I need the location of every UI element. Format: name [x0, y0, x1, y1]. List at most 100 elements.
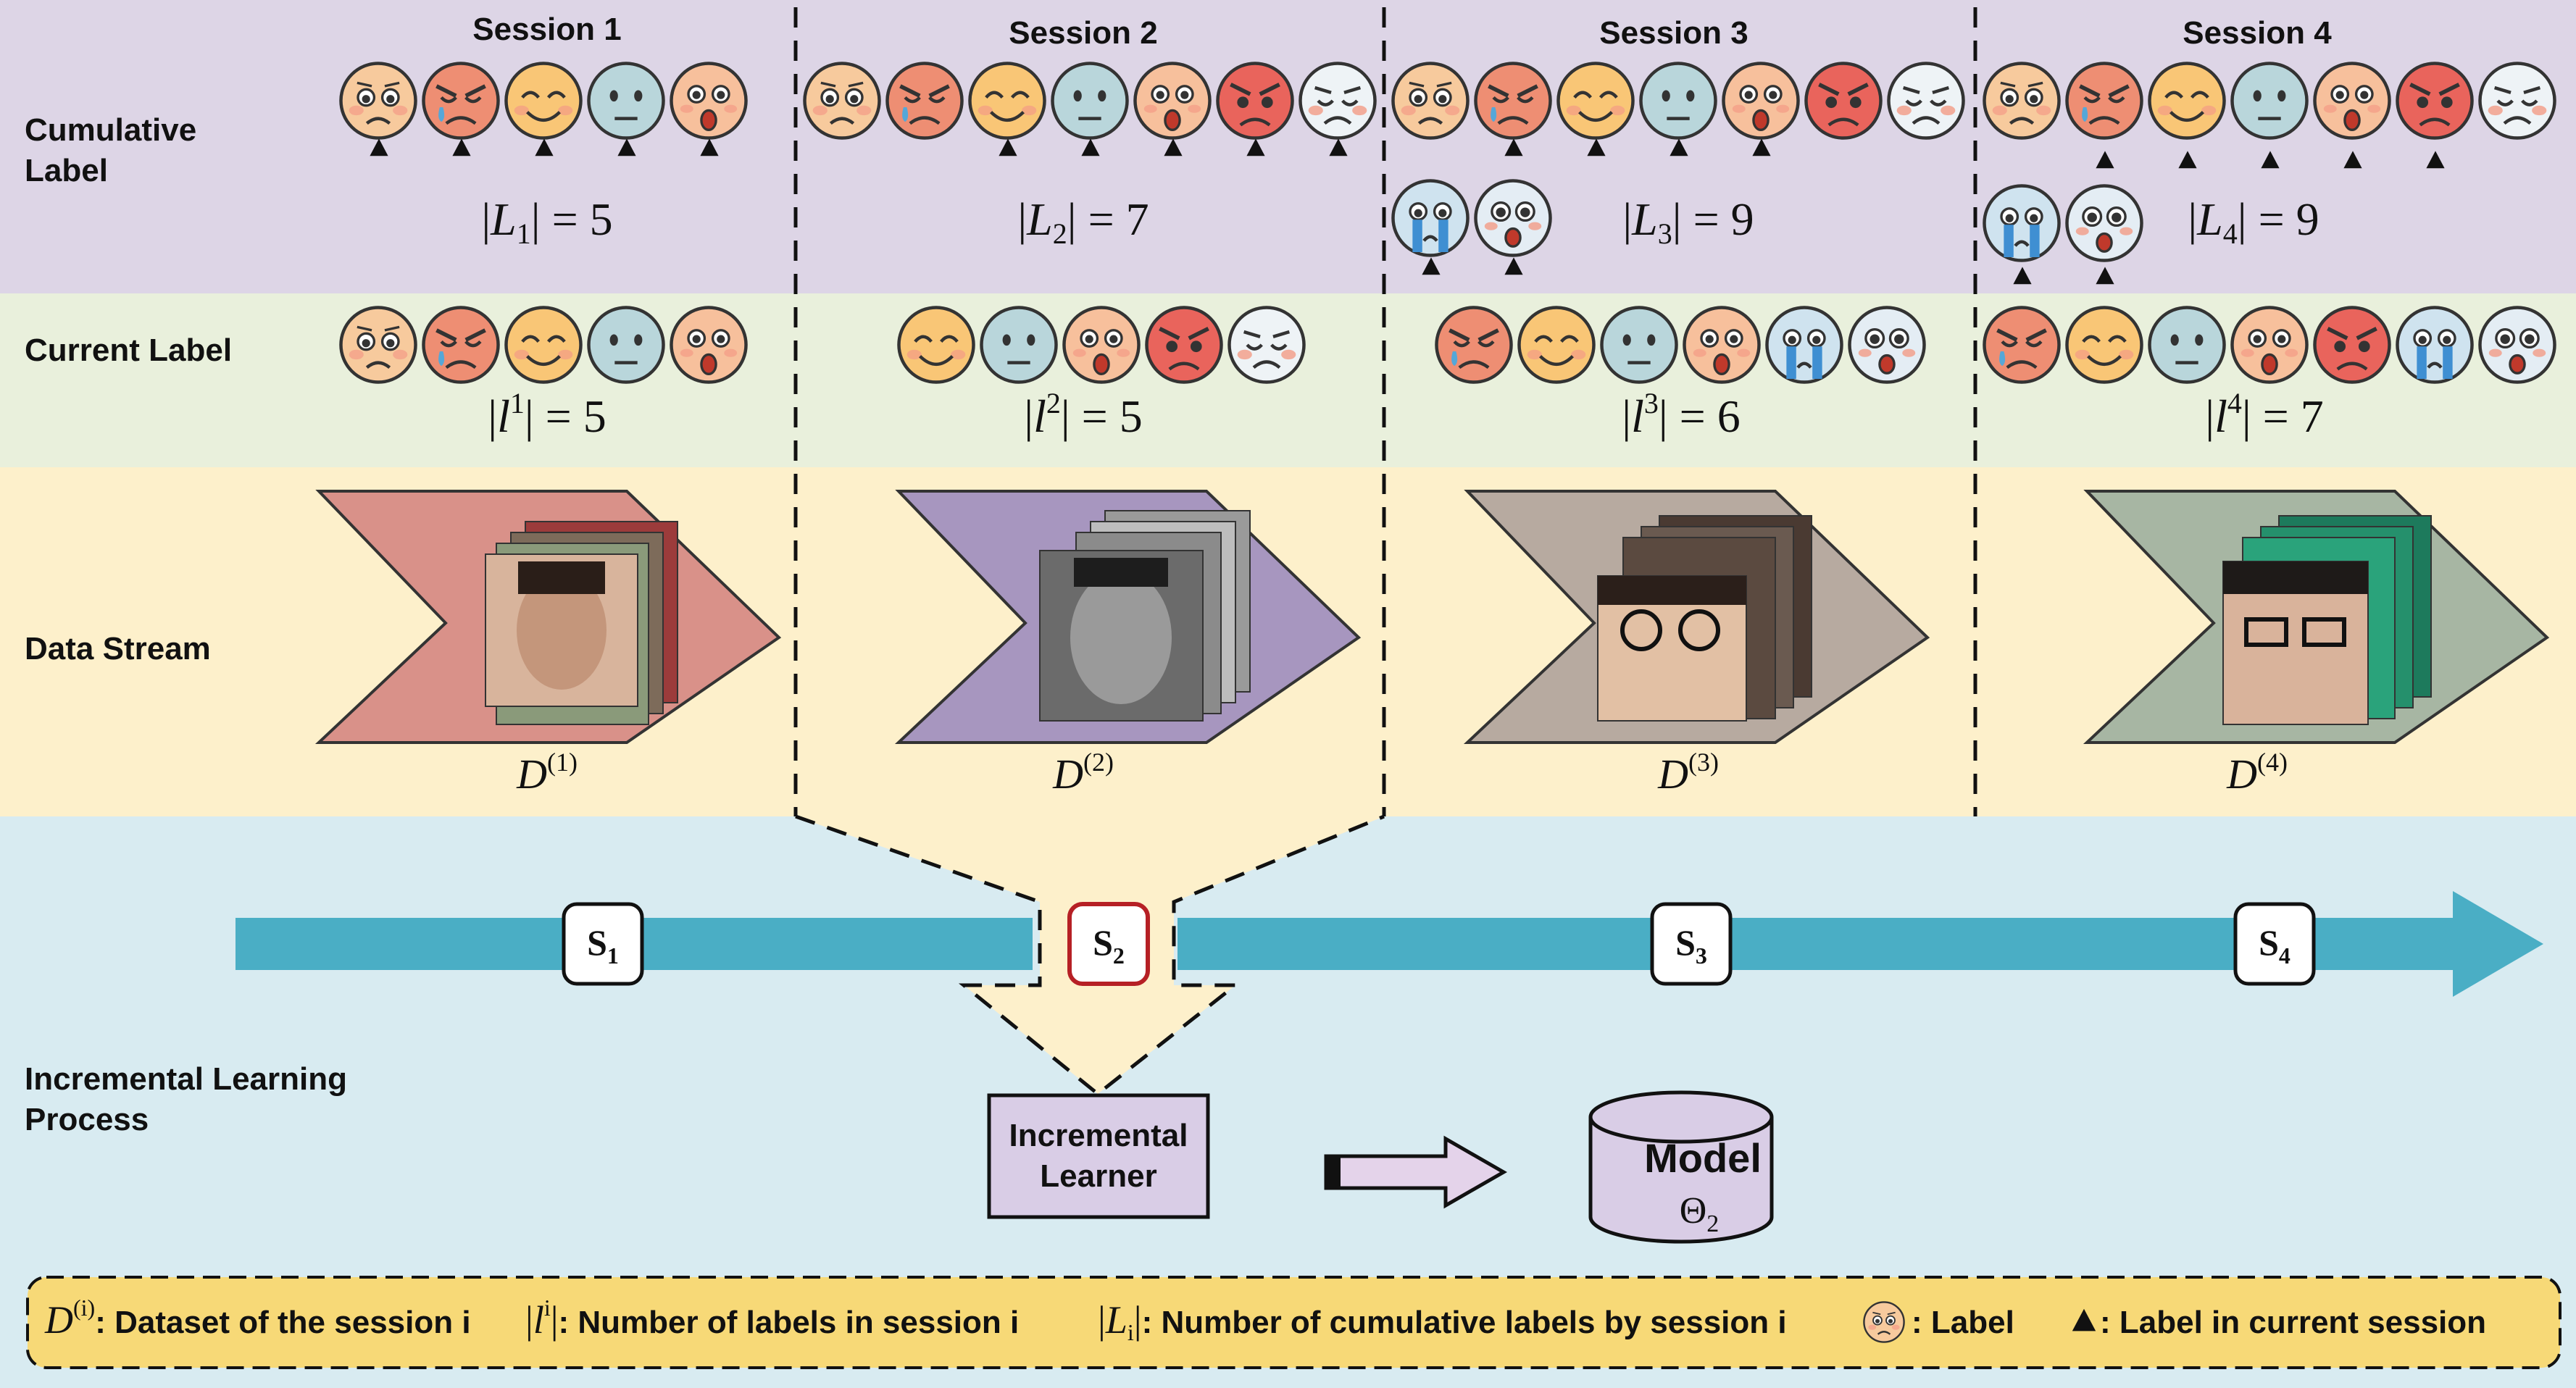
step-marker-s3: S3: [1650, 902, 1733, 986]
session-1-title: Session 1: [472, 12, 621, 47]
session-2-current-count: |l2| = 5: [1024, 387, 1143, 442]
happy-face-icon: [2149, 63, 2224, 138]
sad-face-icon: [1393, 63, 1467, 138]
neutral-face-icon: [1052, 63, 1127, 138]
cumulative-band: [0, 0, 2576, 293]
surprised-face-icon: [671, 307, 746, 382]
surprised-face-icon: [2232, 307, 2306, 382]
model-param: Θ2: [1680, 1190, 1720, 1237]
furious-face-icon: [1146, 307, 1221, 382]
furious-face-icon: [1806, 63, 1880, 138]
svg-text:S4: S4: [2259, 922, 2291, 969]
surprised-face-icon: [1684, 307, 1759, 382]
session-3-cumulative-count: |L3| = 9: [1622, 193, 1754, 250]
session-3-data-stream: [1463, 490, 1930, 744]
happy-face-icon: [1558, 63, 1633, 138]
session-4-dataset-label: D(4): [2226, 748, 2288, 798]
glasses-icon: [1620, 609, 1662, 651]
cumulative-label-line2: Label: [25, 153, 108, 188]
session-2-funnel-outline: [795, 814, 1385, 1097]
step-marker-s2: S2: [1067, 902, 1150, 986]
step-marker-s4: S4: [2233, 902, 2316, 986]
disgust-face-icon: [1888, 63, 1963, 138]
surprised-face-icon: [1723, 63, 1798, 138]
furious-face-icon: [2397, 63, 2472, 138]
current-label: Current Label: [25, 333, 232, 368]
session-4-cumulative-count: |L4| = 9: [2188, 193, 2319, 250]
session-3-dataset-label: D(3): [1657, 748, 1719, 798]
happy-face-icon: [1519, 307, 1593, 382]
happy-face-icon: [899, 307, 973, 382]
legend: D(i): Dataset of the session i |li|: Num…: [26, 1276, 2562, 1369]
face-photo-hair: [2223, 561, 2368, 594]
furious-face-icon: [1217, 63, 1292, 138]
sad-face-icon: [341, 307, 415, 382]
neutral-face-icon: [1601, 307, 1676, 382]
session-1-dataset-label: D(1): [516, 748, 578, 798]
stream-label: Data Stream: [25, 631, 211, 666]
session-1-current-count: |l1| = 5: [488, 387, 607, 442]
glasses-icon: [2244, 617, 2288, 647]
legend-item-current: : Label in current session: [2100, 1305, 2486, 1340]
session-1-cumulative-count: |L1| = 5: [481, 193, 612, 250]
angry-face-icon: [423, 307, 498, 382]
process-label-line2: Process: [25, 1102, 149, 1137]
emotion-face-icon: [1863, 1301, 1905, 1343]
session-2-cumulative-count: |L2| = 7: [1017, 193, 1149, 250]
surprised-face-icon: [671, 63, 746, 138]
face-photo-hair: [1074, 558, 1168, 587]
fear-face-icon: [2067, 185, 2141, 260]
disgust-face-icon: [1229, 307, 1304, 382]
face-photo-head: [1070, 571, 1172, 704]
neutral-face-icon: [1641, 63, 1715, 138]
happy-face-icon: [2067, 307, 2141, 382]
angry-face-icon: [423, 63, 498, 138]
happy-face-icon: [970, 63, 1044, 138]
timeline-arrowhead: [2453, 891, 2543, 997]
svg-text:S1: S1: [587, 922, 619, 969]
crying-face-icon: [2397, 307, 2472, 382]
session-4-data-stream: [2083, 490, 2550, 744]
legend-item-dataset: D(i): Dataset of the session i: [44, 1295, 471, 1342]
sad-face-icon: [804, 63, 879, 138]
neutral-face-icon: [981, 307, 1056, 382]
glasses-icon: [1678, 609, 1720, 651]
session-3-current-count: |l3| = 6: [1622, 387, 1741, 442]
crying-face-icon: [1393, 180, 1467, 255]
session-2-dataset-label: D(2): [1052, 748, 1114, 798]
session-2-data-stream: [894, 490, 1362, 744]
legend-item-cumulative: |Li|: Number of cumulative labels by ses…: [1098, 1298, 1787, 1345]
surprised-face-icon: [1135, 63, 1209, 138]
surprised-face-icon: [2314, 63, 2389, 138]
disgust-face-icon: [1300, 63, 1375, 138]
sad-face-icon: [1984, 63, 2059, 138]
angry-face-icon: [1475, 63, 1550, 138]
angry-face-icon: [887, 63, 962, 138]
svg-text:S2: S2: [1093, 922, 1125, 969]
learner-label-line1: Incremental: [1009, 1118, 1188, 1153]
incremental-learner-box: Incremental Learner: [987, 1093, 1210, 1219]
cumulative-label-line1: Cumulative: [25, 112, 196, 148]
fear-face-icon: [1475, 180, 1550, 255]
session-4-current-count: |l4| = 7: [2205, 387, 2324, 442]
step-marker-s1: S1: [562, 902, 644, 986]
legend-item-label: : Label: [1912, 1305, 2014, 1340]
glasses-icon: [2302, 617, 2346, 647]
neutral-face-icon: [588, 63, 663, 138]
surprised-face-icon: [1064, 307, 1138, 382]
sad-face-icon: [341, 63, 415, 138]
learner-label-line2: Learner: [1040, 1158, 1156, 1194]
model-title: Model: [1644, 1135, 1762, 1181]
angry-face-icon: [1436, 307, 1511, 382]
neutral-face-icon: [2232, 63, 2306, 138]
face-photo-hair: [1598, 576, 1746, 605]
process-label-line1: Incremental Learning: [25, 1061, 347, 1097]
neutral-face-icon: [2149, 307, 2224, 382]
svg-text:S3: S3: [1675, 922, 1707, 969]
angry-face-icon: [1984, 307, 2059, 382]
fear-face-icon: [1849, 307, 1924, 382]
face-photo-head: [517, 571, 607, 690]
face-photo-hair: [518, 561, 605, 594]
angry-face-icon: [2067, 63, 2141, 138]
